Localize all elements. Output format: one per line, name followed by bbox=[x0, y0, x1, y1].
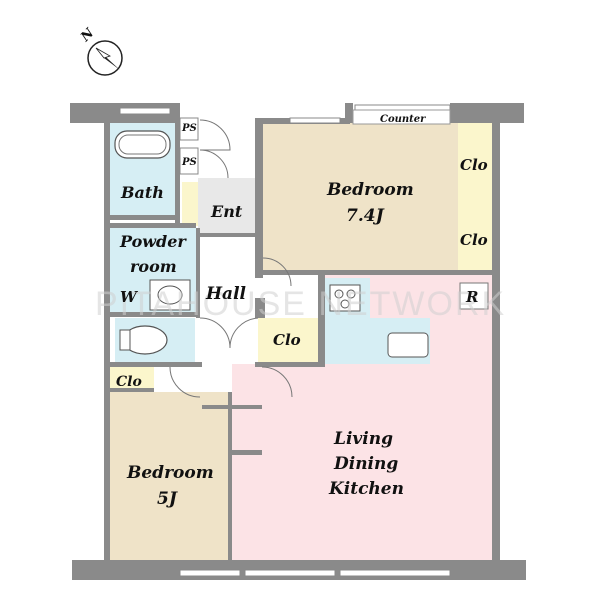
pipe-space-2 bbox=[179, 147, 199, 175]
closet-hall-label: Clo bbox=[273, 331, 301, 349]
shoe-closet bbox=[182, 182, 198, 226]
watermark: PITAHOUSE NETWORK bbox=[95, 285, 506, 323]
pipe-space-2-label: PS bbox=[181, 157, 197, 168]
hall-label: Hall bbox=[205, 284, 247, 304]
closet-main-bedroom-label-2: Clo bbox=[460, 231, 488, 249]
bedroom-small bbox=[110, 392, 228, 560]
sink-icon bbox=[149, 279, 191, 311]
counter bbox=[352, 109, 451, 125]
bedroom-main-name: Bedroom bbox=[326, 180, 414, 200]
bedroom-main-size: 7.4J bbox=[346, 206, 385, 226]
ldk-label-living: Living bbox=[333, 429, 393, 449]
bath-label: Bath bbox=[120, 183, 164, 202]
closet-small-bedroom bbox=[110, 367, 154, 392]
door-swings bbox=[169, 119, 293, 398]
washer-label: W bbox=[120, 288, 139, 306]
bedroom-main bbox=[263, 123, 492, 273]
windows bbox=[119, 104, 451, 577]
bathtub-icon bbox=[114, 130, 171, 159]
pipe-space-1-label: PS bbox=[181, 123, 197, 134]
ldk-label-dining: Dining bbox=[333, 454, 398, 474]
compass: N bbox=[78, 25, 123, 76]
stove-icon bbox=[329, 284, 361, 312]
powder-room-label-line1: Powder bbox=[119, 232, 187, 251]
closet-main-bedroom bbox=[458, 123, 492, 273]
north-label: N bbox=[78, 25, 99, 46]
bedroom-small-size: 5J bbox=[157, 489, 178, 509]
closet-small-bedroom-label: Clo bbox=[116, 374, 142, 390]
entrance-label: Ent bbox=[210, 202, 243, 221]
refrigerator-space bbox=[459, 282, 489, 310]
closet-main-bedroom-label-1: Clo bbox=[460, 156, 488, 174]
bedroom-small-name: Bedroom bbox=[126, 463, 214, 483]
ldk-label-kitchen: Kitchen bbox=[328, 479, 404, 499]
closet-hall bbox=[258, 318, 320, 362]
refrigerator-label: R bbox=[465, 288, 478, 306]
kitchen-sink-icon bbox=[387, 332, 429, 358]
powder-room-label-line2: room bbox=[130, 257, 177, 276]
entrance bbox=[198, 178, 261, 233]
counter-label: Counter bbox=[380, 114, 426, 125]
pipe-space-1 bbox=[179, 117, 199, 141]
